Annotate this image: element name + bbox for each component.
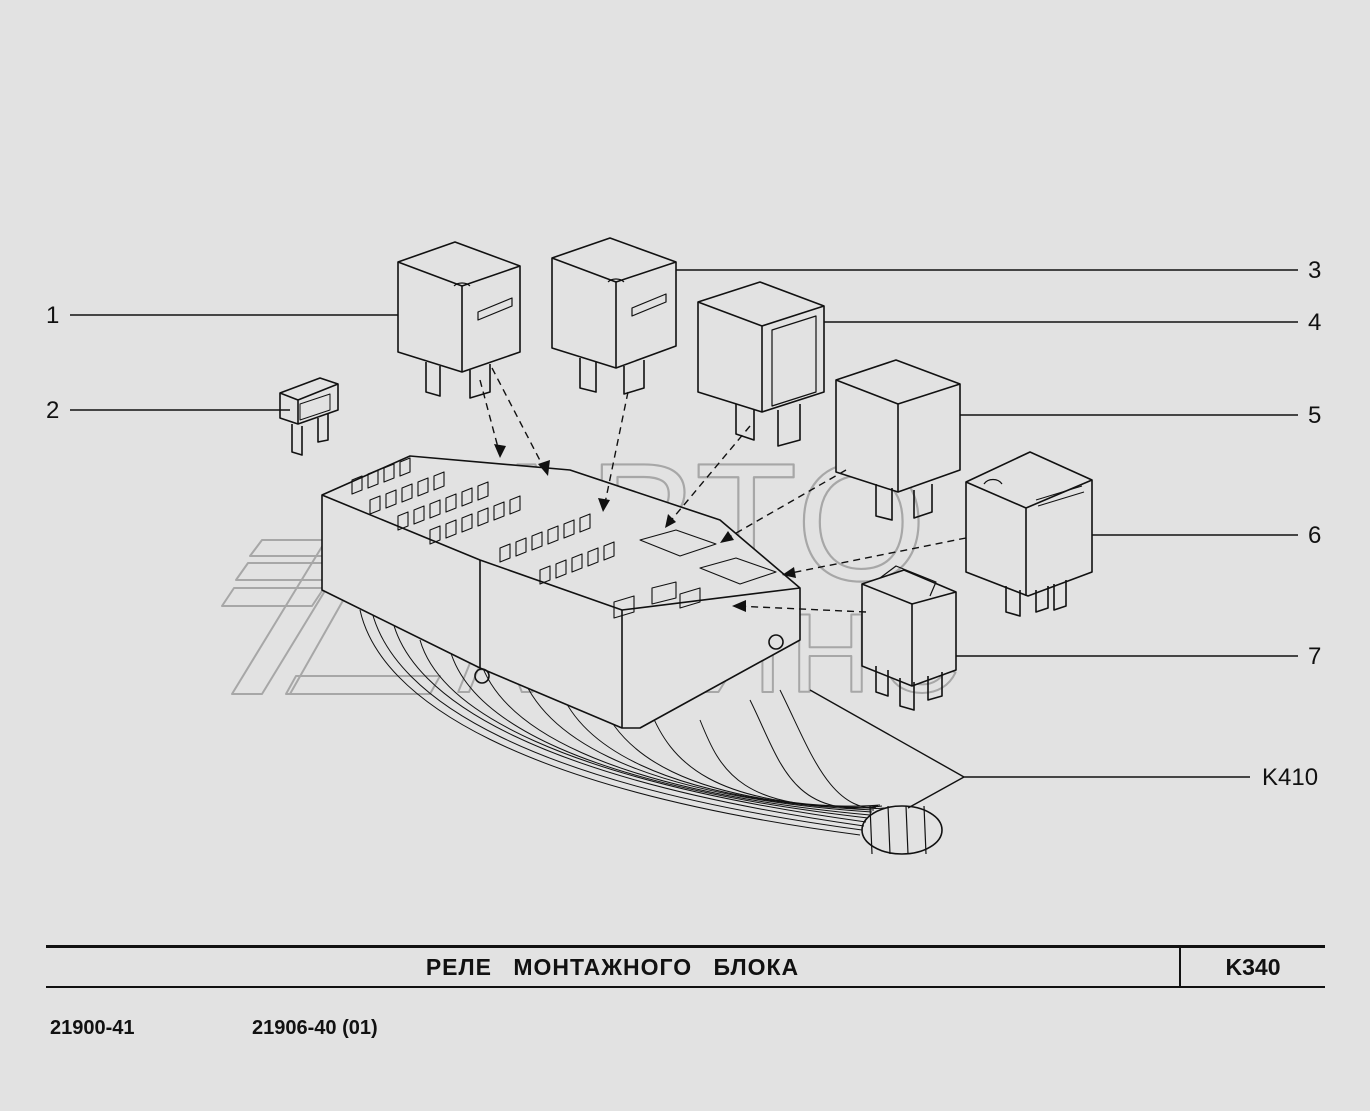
relay-1 <box>397 241 521 399</box>
leader-lines <box>70 269 1298 809</box>
mounting-block <box>321 455 801 729</box>
model-number-2: 21906-40 (01) <box>252 1017 378 1039</box>
fuse-2 <box>279 377 339 456</box>
callout-6: 6 <box>1308 522 1322 549</box>
arrowheads <box>494 444 796 612</box>
callout-4: 4 <box>1308 309 1322 336</box>
title-block: РЕЛЕ МОНТАЖНОГО БЛОКА K340 <box>46 945 1325 988</box>
callout-k410: K410 <box>1262 764 1319 791</box>
relay-5 <box>835 359 961 521</box>
relay-4 <box>697 281 825 447</box>
drawing-code: K340 <box>1179 948 1325 986</box>
callout-2: 2 <box>46 397 60 424</box>
relay-3 <box>551 237 677 395</box>
relay-6 <box>965 451 1093 617</box>
callout-3: 3 <box>1308 257 1322 284</box>
relay-7 <box>861 565 957 711</box>
assembly-arrows <box>479 367 967 613</box>
model-number-1: 21900-41 <box>50 1017 135 1039</box>
callout-1: 1 <box>46 302 60 329</box>
wiring-harness <box>359 609 943 855</box>
callout-7: 7 <box>1308 643 1322 670</box>
callout-5: 5 <box>1308 402 1322 429</box>
drawing-title: РЕЛЕ МОНТАЖНОГО БЛОКА <box>425 953 800 980</box>
fuse-slots <box>351 457 615 585</box>
